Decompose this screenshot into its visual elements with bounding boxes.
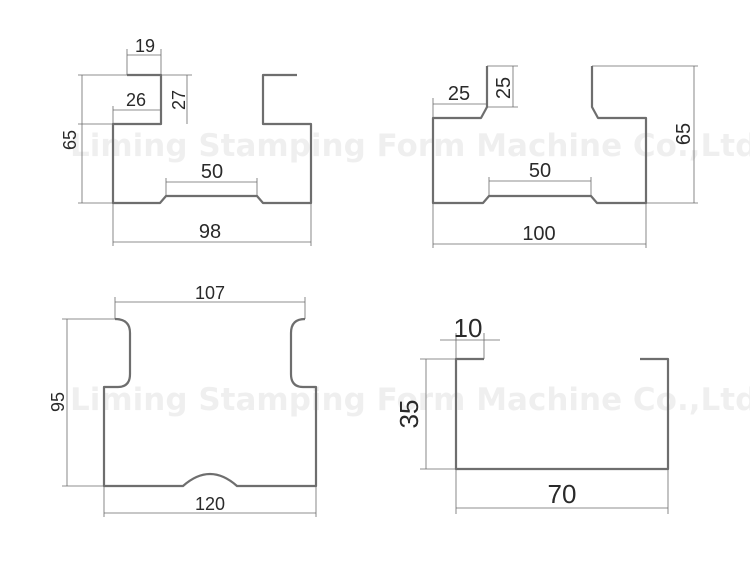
profile-4-width-label: 70 <box>548 479 577 509</box>
profile-2: 25 25 65 50 100 <box>431 65 698 248</box>
profile-1-flange-label: 26 <box>126 90 146 110</box>
profile-2-outline <box>431 66 648 205</box>
profile-1-lip-height-label: 27 <box>169 90 189 110</box>
profile-1-height-label: 65 <box>60 130 80 150</box>
profile-2-height-label: 65 <box>673 123 695 145</box>
profile-2-lip-height-label: 25 <box>493 77 515 99</box>
profile-2-channel-label: 50 <box>529 160 551 182</box>
profile-2-width-label: 100 <box>522 223 555 245</box>
profile-1-lip-width-label: 19 <box>135 36 155 56</box>
profile-4-height-label: 35 <box>394 400 424 429</box>
profile-1: 19 27 26 65 50 98 <box>60 36 313 246</box>
watermark-bottom: Liming Stamping Form Machine Co.,Ltd <box>70 382 750 418</box>
profile-4-outline <box>454 357 670 471</box>
profile-2-flange-label: 25 <box>448 83 470 105</box>
profile-3-bottom-width-label: 120 <box>195 494 225 514</box>
watermark-top: Liming Stamping Form Machine Co.,Ltd <box>70 128 750 164</box>
profile-4-lip-label: 10 <box>454 313 483 343</box>
profile-1-outline <box>111 73 313 205</box>
profile-3: 107 95 120 <box>48 283 318 517</box>
profile-3-height-label: 95 <box>48 392 68 412</box>
profile-3-top-width-label: 107 <box>195 283 225 303</box>
profile-3-outline <box>102 317 318 488</box>
profile-4: 10 35 70 <box>394 313 670 514</box>
profile-1-width-label: 98 <box>199 221 221 243</box>
profile-1-channel-label: 50 <box>201 161 223 183</box>
